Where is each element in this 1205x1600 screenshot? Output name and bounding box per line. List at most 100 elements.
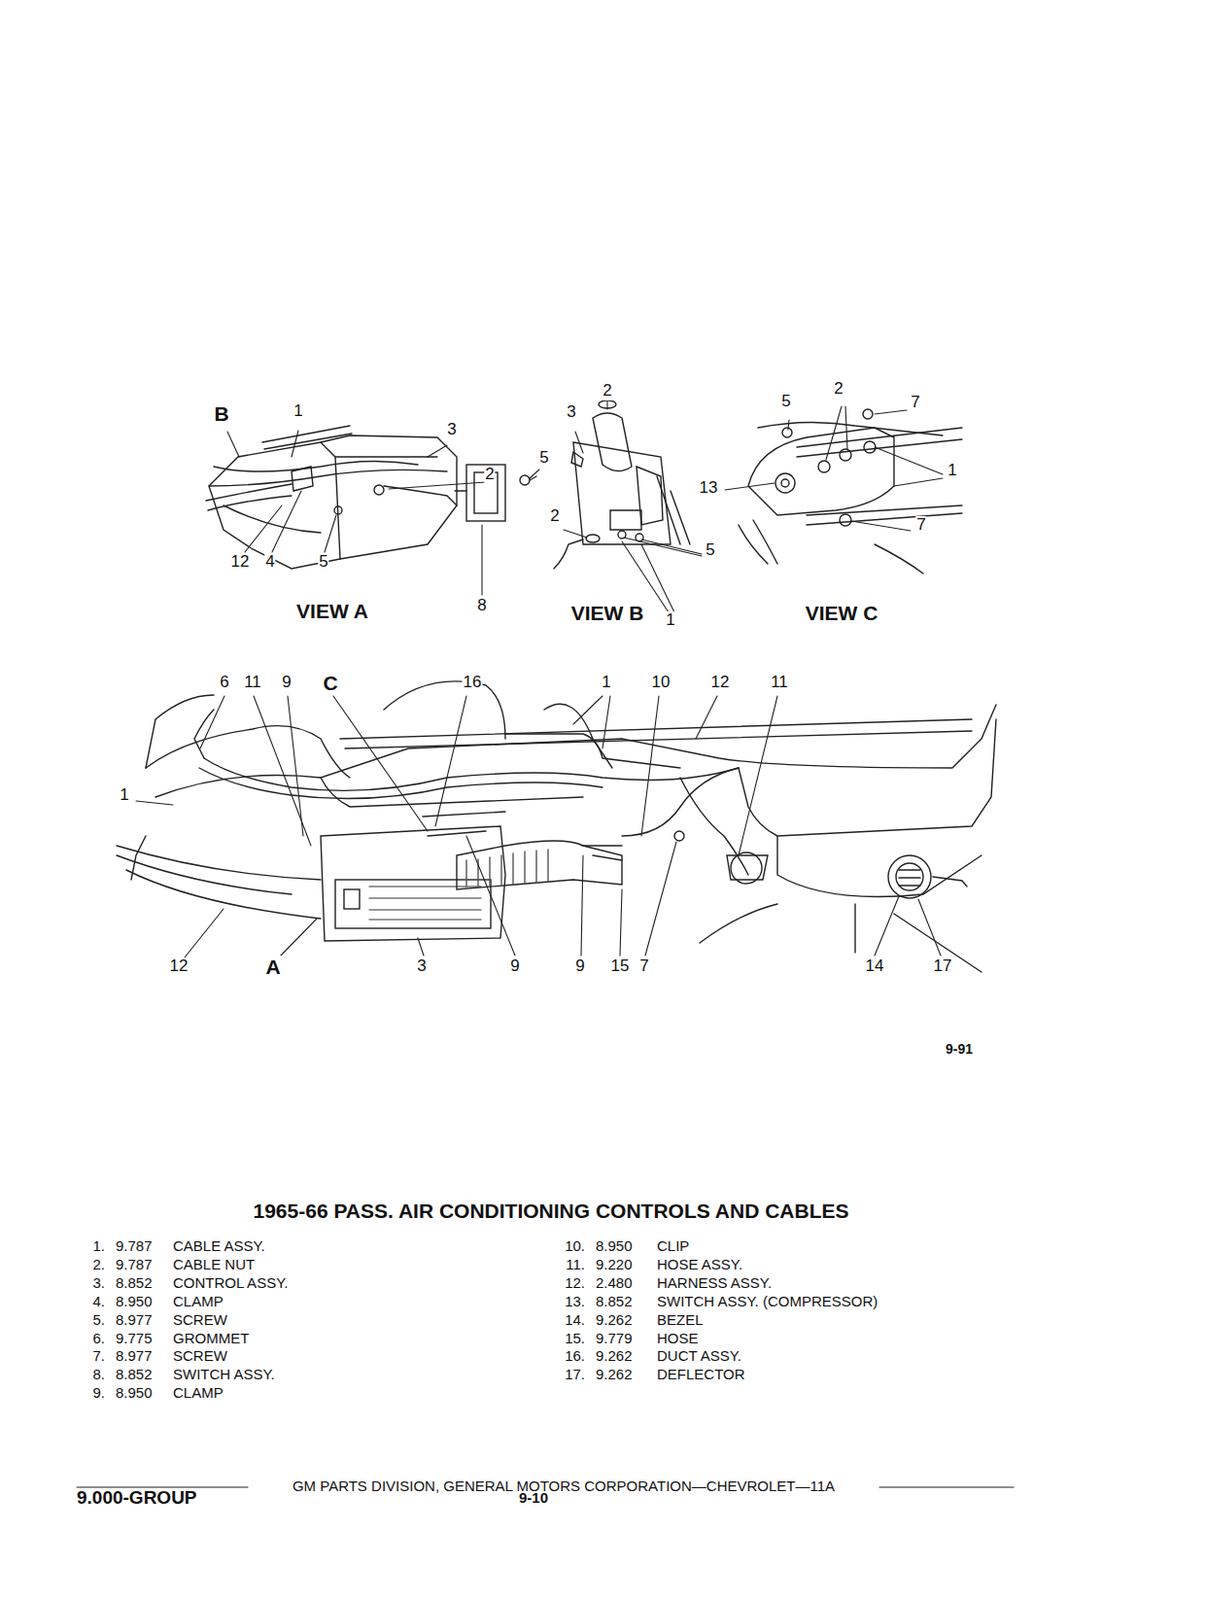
view-label: VIEW A: [295, 599, 370, 622]
callout-number: 17: [932, 957, 954, 976]
dashboard-drawing: [116, 681, 997, 972]
part-name: CLAMP: [172, 1293, 224, 1310]
callout-number: 12: [169, 957, 190, 976]
part-name: SWITCH ASSY. (COMPRESSOR): [656, 1293, 878, 1310]
callout-number: 9: [280, 673, 292, 692]
callout-number: 9: [509, 957, 520, 976]
leader-lines: [136, 398, 943, 958]
view-a-drawing: [206, 425, 537, 569]
part-name: SCREW: [172, 1311, 228, 1329]
callout-number: 8: [476, 596, 487, 616]
part-group-number: 8.977: [115, 1311, 153, 1329]
callout-number: 3: [446, 420, 457, 440]
item-number: 4.: [92, 1293, 105, 1310]
part-group-number: 8.950: [115, 1384, 153, 1402]
callout-number: 10: [651, 673, 672, 692]
callout-number: 2: [483, 465, 495, 484]
part-group-number: 8.950: [115, 1293, 153, 1310]
footer-text: GM PARTS DIVISION, GENERAL MOTORS CORPOR…: [292, 1478, 835, 1495]
callout-number: 5: [317, 552, 329, 572]
callout-number: 1: [664, 611, 676, 630]
callout-number: 6: [218, 673, 230, 692]
callout-number: 11: [769, 673, 790, 692]
callout-number: 1: [118, 786, 130, 805]
item-number: 14.: [564, 1311, 586, 1329]
item-number: 12.: [564, 1274, 586, 1292]
part-name: SCREW: [172, 1347, 228, 1365]
callout-number: 13: [698, 479, 720, 498]
page-number: 9-10: [518, 1489, 549, 1507]
item-number: 9.: [92, 1384, 105, 1402]
part-name: CLIP: [656, 1238, 689, 1255]
part-group-number: 8.852: [115, 1274, 153, 1292]
callout-number: 3: [565, 403, 577, 422]
view-label: VIEW B: [570, 601, 646, 624]
part-group-number: 9.220: [595, 1256, 633, 1274]
group-label: 9.000-GROUP: [76, 1487, 198, 1509]
view-label: VIEW C: [804, 601, 880, 624]
part-name: HOSE: [656, 1330, 699, 1347]
callout-number: 1: [946, 461, 958, 481]
part-group-number: 9.775: [115, 1330, 153, 1347]
part-name: CONTROL ASSY.: [172, 1274, 288, 1292]
item-number: 8.: [92, 1366, 105, 1383]
view-b-drawing: [553, 400, 690, 569]
item-number: 16.: [564, 1347, 586, 1365]
item-number: 17.: [564, 1366, 586, 1383]
part-group-number: 9.779: [595, 1330, 633, 1347]
page-title: 1965-66 PASS. AIR CONDITIONING CONTROLS …: [253, 1199, 850, 1222]
part-group-number: 8.852: [115, 1366, 153, 1383]
callout-number: 9: [574, 957, 586, 976]
part-group-number: 9.262: [595, 1311, 633, 1329]
part-group-number: 2.480: [595, 1274, 633, 1292]
item-number: 1.: [92, 1238, 105, 1255]
callout-number: 7: [915, 516, 927, 535]
callout-number: 12: [710, 673, 731, 692]
callout-number: 12: [230, 552, 251, 572]
callout-number: 7: [638, 957, 650, 976]
item-number: 6.: [92, 1330, 105, 1347]
item-number: 15.: [564, 1330, 586, 1347]
part-group-number: 8.950: [595, 1238, 633, 1255]
view-label: B: [212, 402, 230, 425]
callout-number: 1: [292, 402, 304, 421]
callout-number: 15: [610, 957, 631, 976]
callout-number: 2: [549, 507, 560, 526]
callout-number: 16: [462, 673, 483, 692]
callout-number: 1: [600, 673, 612, 692]
callout-number: 14: [864, 957, 886, 976]
part-group-number: 9.787: [115, 1238, 153, 1255]
callout-number: 5: [704, 541, 716, 560]
callout-number: 2: [832, 379, 844, 399]
callout-number: 5: [780, 392, 792, 412]
callout-number: 2: [601, 381, 613, 401]
part-name: HARNESS ASSY.: [656, 1274, 772, 1292]
part-name: BEZEL: [656, 1311, 704, 1329]
part-name: CABLE ASSY.: [172, 1238, 266, 1255]
part-group-number: 9.262: [595, 1347, 633, 1365]
part-group-number: 8.852: [595, 1293, 633, 1310]
part-group-number: 8.977: [115, 1347, 153, 1365]
item-number: 5.: [92, 1311, 105, 1329]
part-name: DUCT ASSY.: [656, 1347, 742, 1365]
part-name: CLAMP: [172, 1384, 224, 1402]
part-name: HOSE ASSY.: [656, 1256, 743, 1274]
item-number: 11.: [565, 1256, 586, 1274]
part-name: SWITCH ASSY.: [172, 1366, 276, 1383]
callout-number: 11: [242, 673, 263, 692]
item-number: 2.: [92, 1256, 105, 1274]
callout-number: 7: [909, 393, 921, 413]
part-group-number: 9.787: [115, 1256, 153, 1274]
part-name: GROMMET: [172, 1330, 249, 1347]
part-name: DEFLECTOR: [656, 1366, 746, 1383]
view-label: A: [264, 955, 281, 978]
part-group-number: 9.262: [595, 1366, 633, 1383]
item-number: 7.: [92, 1347, 105, 1365]
part-name: CABLE NUT: [172, 1256, 255, 1274]
callout-number: 5: [538, 448, 550, 468]
view-c-drawing: [738, 409, 963, 574]
view-label: C: [321, 671, 339, 694]
callout-number: 4: [264, 552, 276, 572]
item-number: 3.: [92, 1274, 105, 1292]
